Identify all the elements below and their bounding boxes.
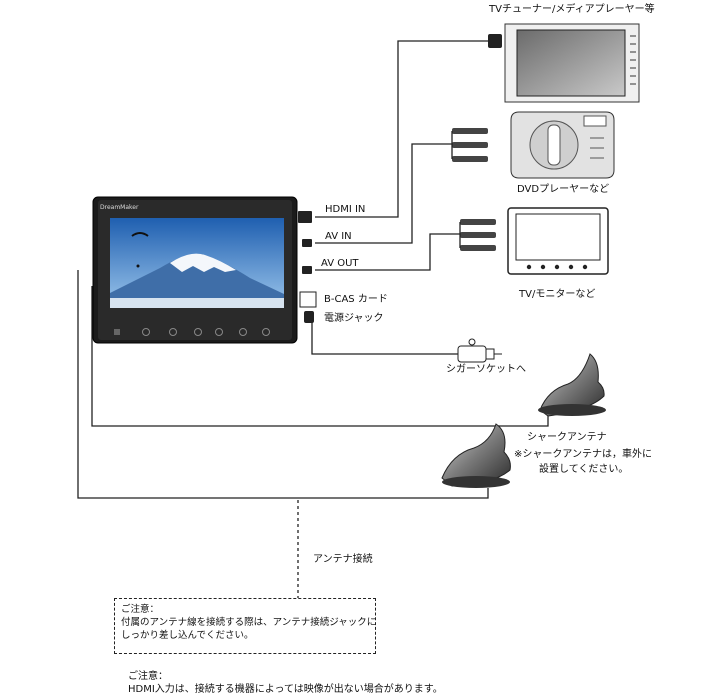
caution-line2: しっかり差し込んでください。 bbox=[121, 630, 254, 641]
caution-title: ご注意： bbox=[121, 604, 160, 615]
monitor-brand: DreamMaker bbox=[100, 204, 139, 211]
power-jack-label: 電源ジャック bbox=[324, 313, 384, 324]
caution-box: ご注意： 付属のアンテナ線を接続する際は、アンテナ接続ジャックに しっかり差し込… bbox=[114, 598, 376, 654]
shark-antenna-1 bbox=[538, 353, 606, 417]
shark-antenna-label: シャークアンテナ bbox=[527, 432, 607, 443]
cables bbox=[77, 40, 549, 499]
bcas-label: B-CAS カード bbox=[324, 294, 388, 305]
hdmi-plug bbox=[488, 34, 502, 48]
shark-antenna-2 bbox=[441, 423, 511, 488]
antenna-cable-1 bbox=[91, 286, 549, 427]
tv-monitor-device bbox=[459, 207, 609, 275]
av-out-label: AV OUT bbox=[321, 258, 359, 269]
rca-plugs-dvd bbox=[452, 128, 488, 162]
bottom-note: ご注意： HDMI入力は、接続する機器によっては映像が出ない場合があります。 bbox=[128, 670, 443, 696]
monitor-side-connectors bbox=[298, 211, 317, 323]
cigar-socket-label: シガーソケットへ bbox=[446, 364, 526, 375]
hdmi-cable bbox=[315, 40, 488, 218]
antenna-note-line1: ※シャークアンテナは，車外に bbox=[514, 449, 652, 460]
rca-plugs-tv bbox=[460, 219, 496, 251]
cigar-plug bbox=[457, 338, 502, 363]
monitor-buttons bbox=[114, 328, 270, 336]
tv-tuner-device bbox=[488, 23, 640, 103]
dvd-player-label: DVDプレーヤーなど bbox=[517, 184, 610, 195]
av-in-label: AV IN bbox=[325, 231, 352, 242]
antenna-connection-label: アンテナ接続 bbox=[313, 554, 373, 565]
main-monitor bbox=[92, 196, 298, 344]
power-cable bbox=[311, 318, 458, 355]
antenna-cable-2 bbox=[77, 270, 489, 499]
antenna-note-line2: 設置してください。 bbox=[539, 464, 629, 475]
bottom-note-line1: HDMI入力は、接続する機器によっては映像が出ない場合があります。 bbox=[128, 684, 443, 695]
hdmi-in-label: HDMI IN bbox=[325, 204, 366, 215]
av-in-cable bbox=[315, 143, 452, 244]
fuji-mountain bbox=[110, 253, 284, 308]
bottom-note-title: ご注意： bbox=[128, 671, 168, 682]
paraglider-icon bbox=[131, 232, 149, 237]
caution-line1: 付属のアンテナ線を接続する際は、アンテナ接続ジャックに bbox=[121, 617, 377, 628]
dvd-player-device bbox=[451, 111, 615, 179]
tv-tuner-label: TVチューナー/メディアプレーヤー等 bbox=[489, 4, 655, 15]
tv-monitor-label: TV/モニターなど bbox=[519, 289, 596, 300]
av-out-cable bbox=[315, 233, 460, 271]
